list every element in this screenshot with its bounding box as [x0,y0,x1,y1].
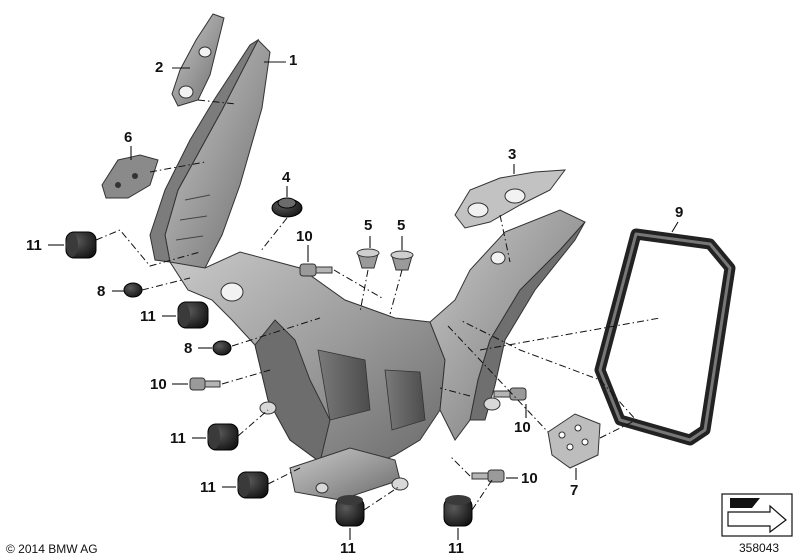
callout-8-lower[interactable]: 8 [184,340,193,357]
callout-11-e[interactable]: 11 [340,540,356,557]
callout-9[interactable]: 9 [675,204,684,221]
clip-part-2[interactable] [390,250,414,271]
leader-lines [48,61,679,540]
screw-part-3[interactable] [493,387,527,401]
callout-10-top[interactable]: 10 [296,228,313,245]
rubber-buffer-part-2[interactable] [177,301,209,329]
callout-8-upper[interactable]: 8 [97,283,106,300]
rubber-plug-part-1[interactable] [123,282,143,298]
callout-2[interactable]: 2 [155,59,164,76]
callout-10-left[interactable]: 10 [150,376,167,393]
grommet-part[interactable] [271,197,303,218]
callout-5-right[interactable]: 5 [397,217,406,234]
screw-part-4[interactable] [471,469,505,483]
rubber-buffer-part-5[interactable] [335,495,365,527]
callout-6[interactable]: 6 [124,129,133,146]
damper-block-part[interactable] [547,413,601,469]
callout-7[interactable]: 7 [570,482,579,499]
gasket-frame-part[interactable] [594,228,736,446]
callout-5-left[interactable]: 5 [364,217,373,234]
callout-3[interactable]: 3 [508,146,517,163]
callout-10-right[interactable]: 10 [514,419,531,436]
bracket-part[interactable] [101,154,159,199]
callout-11-d[interactable]: 11 [200,479,216,496]
screw-part-1[interactable] [299,263,333,277]
upper-bracket-plate-part[interactable] [171,13,225,107]
screw-part-2[interactable] [189,377,221,391]
copyright-notice: © 2014 BMW AG [6,542,98,556]
rubber-buffer-part-1[interactable] [65,231,97,259]
assembly-guide-lines [95,99,661,511]
clip-part-1[interactable] [356,248,380,269]
callout-11-b[interactable]: 11 [140,308,156,325]
callout-11-c[interactable]: 11 [170,430,186,447]
callout-11-a[interactable]: 11 [26,237,42,254]
rubber-buffer-part-6[interactable] [443,495,473,527]
diagram-number: 358043 [739,541,780,555]
arrow-document-icon [721,493,793,537]
callout-10-bottom[interactable]: 10 [521,470,538,487]
callout-1[interactable]: 1 [289,52,298,69]
rubber-buffer-part-4[interactable] [237,471,269,499]
callout-4[interactable]: 4 [282,169,291,186]
rubber-buffer-part-3[interactable] [207,423,239,451]
main-frame-part[interactable] [149,38,586,501]
rubber-plug-part-2[interactable] [212,340,232,356]
callout-11-f[interactable]: 11 [448,540,464,557]
right-mounting-plate-part[interactable] [454,169,567,229]
